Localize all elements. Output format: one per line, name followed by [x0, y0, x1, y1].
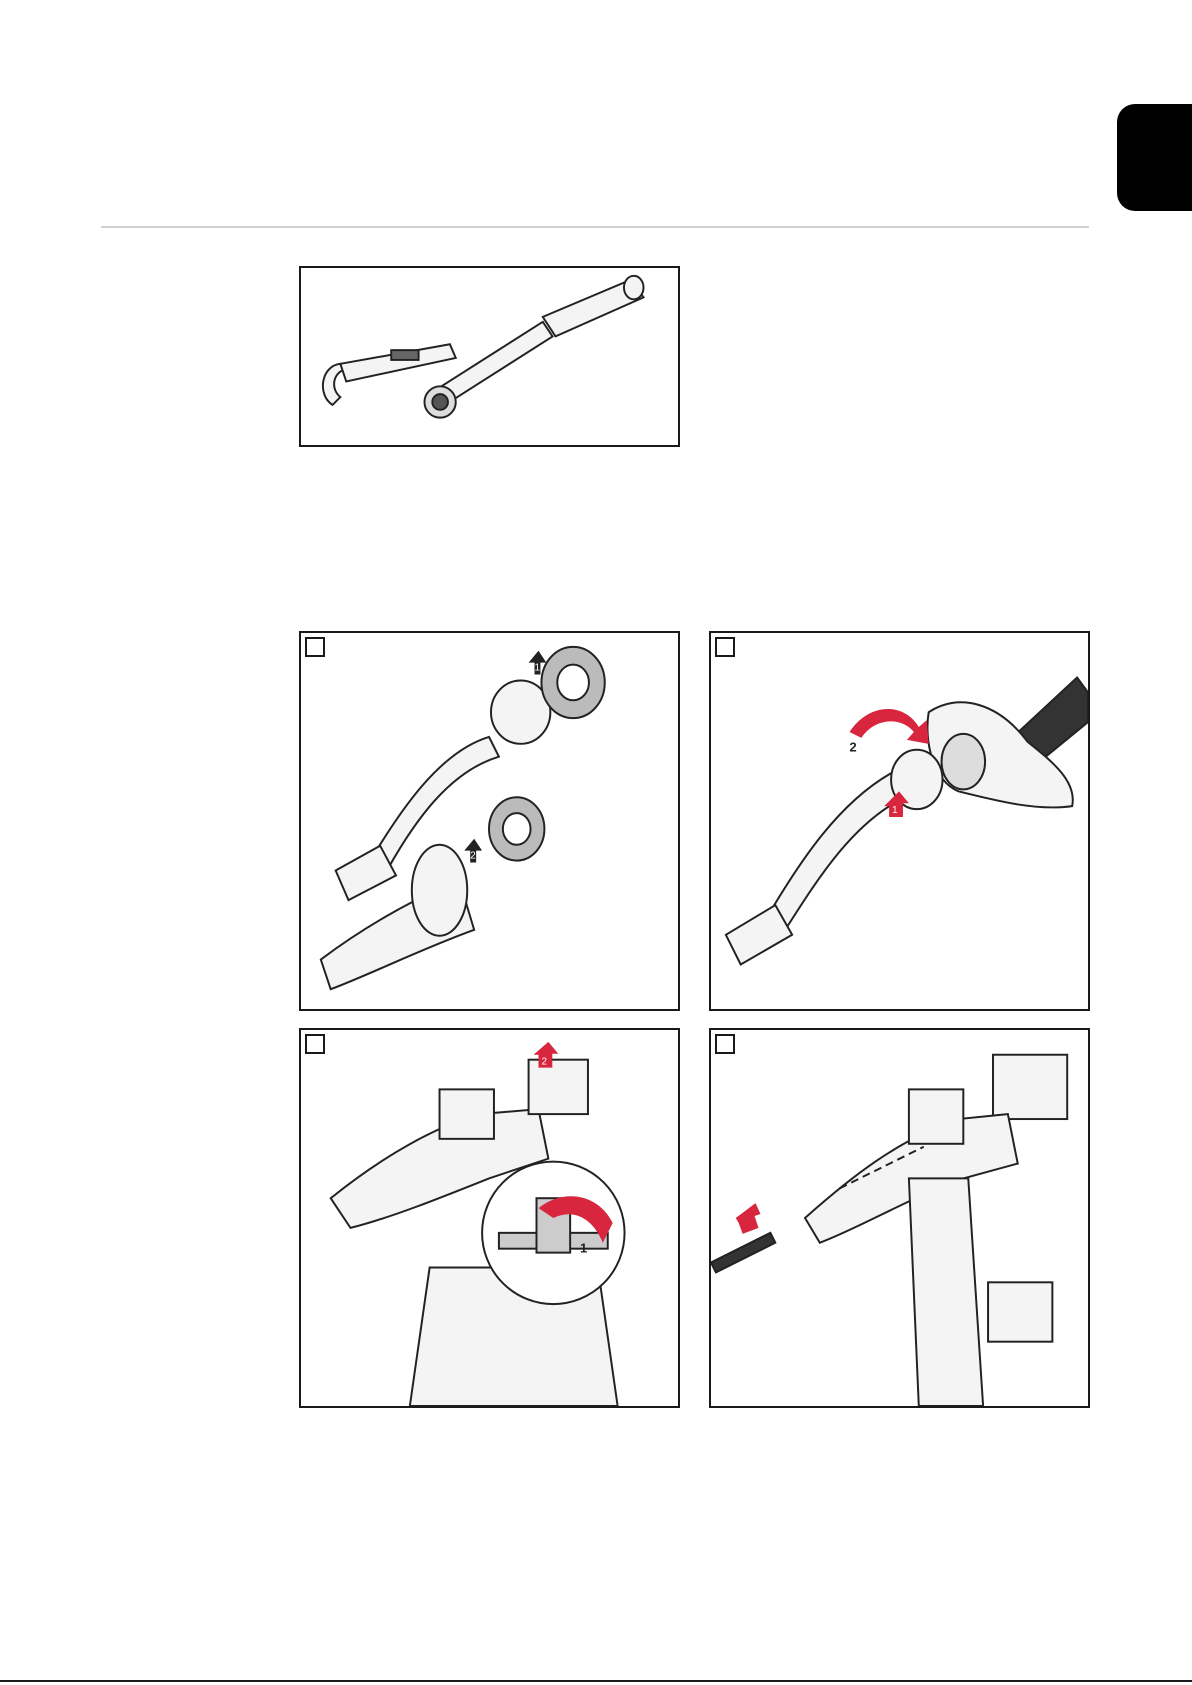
- push-arrow-icon: [736, 1203, 761, 1234]
- callout-label: 2: [541, 1057, 547, 1068]
- figure-step-c: 1 2: [299, 1028, 680, 1408]
- robot-axis: [440, 1089, 494, 1138]
- robot-base: [909, 1178, 983, 1406]
- connector: [942, 734, 986, 789]
- header-divider: [101, 226, 1089, 228]
- figure-step-a: 1 2: [299, 631, 680, 1011]
- callout-label: 1: [580, 1241, 587, 1256]
- tools-illustration: [301, 268, 678, 445]
- figure-tools: [299, 266, 680, 447]
- rotate-arrow-icon: [850, 709, 929, 744]
- footer-rule: [0, 1680, 1192, 1682]
- torque-wrench-icon: [424, 276, 643, 418]
- wire-feeder: [993, 1055, 1067, 1119]
- robot-motor: [988, 1282, 1052, 1341]
- callout-label: 2: [850, 740, 857, 755]
- callout-label: 2: [470, 851, 476, 862]
- callout-label: 1: [892, 805, 898, 816]
- wire-feeder: [529, 1060, 588, 1114]
- step-d-illustration: [711, 1030, 1088, 1406]
- inner-liner: [711, 1233, 775, 1273]
- step-c-illustration: 1 2: [301, 1030, 678, 1406]
- figure-step-b: 2 1: [709, 631, 1090, 1011]
- torch-neck: [765, 772, 906, 930]
- figure-step-d: [709, 1028, 1090, 1408]
- flange: [412, 845, 467, 936]
- robot-axis: [909, 1089, 963, 1143]
- callout-label: 1: [535, 663, 541, 674]
- step-b-illustration: 2 1: [711, 633, 1088, 1009]
- language-side-tab: [1117, 104, 1192, 211]
- step-a-illustration: 1 2: [301, 633, 678, 1009]
